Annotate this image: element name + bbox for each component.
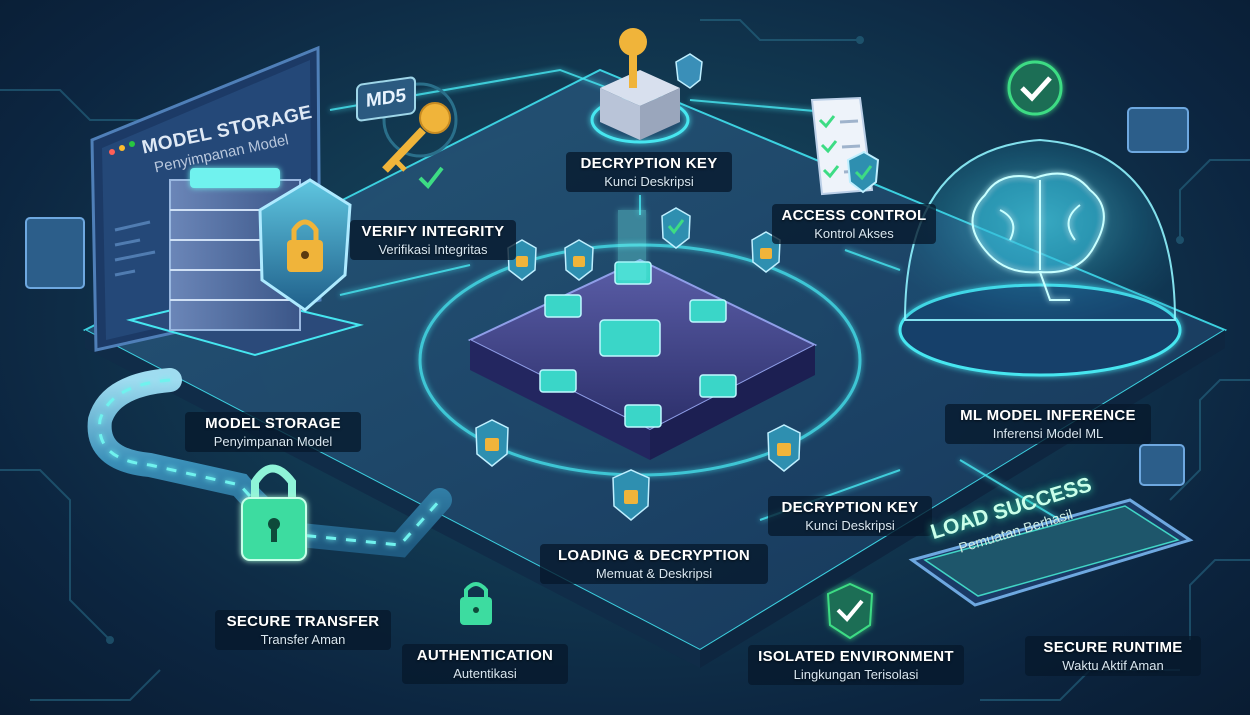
authentication-subtitle: Autentikasi: [453, 666, 517, 681]
decryption-key-top-title: DECRYPTION KEY: [580, 155, 718, 172]
lock-shield-icon: [475, 419, 509, 467]
isolated-environment-shield-icon: [826, 582, 874, 640]
verified-check-icon: [1007, 60, 1063, 116]
lock-shield-icon: [564, 239, 594, 281]
secure-transfer-title: SECURE TRANSFER: [226, 613, 380, 630]
decryption-key-bottom-subtitle: Kunci Deskripsi: [805, 518, 895, 533]
verify-integrity-subtitle: Verifikasi Integritas: [378, 242, 488, 257]
secure-runtime-label: SECURE RUNTIME Waktu Aktif Aman: [1025, 636, 1201, 676]
verify-integrity-title: VERIFY INTEGRITY: [361, 223, 505, 240]
load-success-panel: [908, 498, 1194, 607]
model-storage-label: MODEL STORAGE Penyimpanan Model: [185, 412, 361, 452]
decryption-key-bottom-title: DECRYPTION KEY: [781, 499, 919, 516]
secure-runtime-title: SECURE RUNTIME: [1043, 639, 1183, 656]
access-control-subtitle: Kontrol Akses: [814, 226, 894, 241]
authentication-label: AUTHENTICATION Autentikasi: [402, 644, 568, 684]
secure-runtime-subtitle: Waktu Aktif Aman: [1062, 658, 1164, 673]
storage-shield-icon: [258, 178, 352, 312]
check-shield-icon: [661, 207, 691, 249]
central-chip-hub: [418, 210, 862, 477]
hub-shield-locks: [475, 207, 801, 521]
isolated-environment-subtitle: Lingkungan Terisolasi: [793, 667, 919, 682]
authentication-lock-icon: [460, 582, 492, 625]
isolated-environment-label: ISOLATED ENVIRONMENT Lingkungan Terisola…: [748, 645, 964, 685]
inference-dome: [898, 138, 1182, 377]
ml-model-inference-title: ML MODEL INFERENCE: [960, 407, 1136, 424]
model-storage-subtitle: Penyimpanan Model: [213, 434, 333, 449]
integrity-key-icon: [382, 82, 458, 190]
access-control-document-icon: [810, 96, 880, 196]
access-control-label: ACCESS CONTROL Kontrol Akses: [772, 204, 936, 244]
transfer-padlock-icon: [241, 464, 307, 561]
decryption-key-top-label: DECRYPTION KEY Kunci Deskripsi: [566, 152, 732, 192]
loading-decryption-title: LOADING & DECRYPTION: [557, 547, 751, 564]
model-storage-title: MODEL STORAGE: [205, 415, 341, 432]
server-stack: [126, 168, 364, 357]
ml-model-inference-subtitle: Inferensi Model ML: [992, 426, 1104, 441]
lock-shield-icon: [612, 469, 650, 521]
authentication-title: AUTHENTICATION: [416, 647, 554, 664]
isolated-environment-title: ISOLATED ENVIRONMENT: [758, 648, 954, 665]
decryption-key-bottom-label: DECRYPTION KEY Kunci Deskripsi: [768, 496, 932, 536]
verify-integrity-label: VERIFY INTEGRITY Verifikasi Integritas: [350, 220, 516, 260]
circuit-traces: [0, 19, 1250, 701]
secure-transfer-label: SECURE TRANSFER Transfer Aman: [215, 610, 391, 650]
lock-shield-icon: [767, 424, 801, 472]
chat-bubble-icon: [25, 107, 1189, 486]
loading-decryption-label: LOADING & DECRYPTION Memuat & Deskripsi: [540, 544, 768, 584]
loading-decryption-subtitle: Memuat & Deskripsi: [595, 566, 713, 581]
secure-transfer-subtitle: Transfer Aman: [260, 632, 346, 647]
brain-icon: [971, 172, 1105, 301]
ml-model-inference-label: ML MODEL INFERENCE Inferensi Model ML: [945, 404, 1151, 444]
decryption-key-top-subtitle: Kunci Deskripsi: [604, 174, 694, 189]
access-control-title: ACCESS CONTROL: [781, 207, 927, 224]
decryption-key-box-icon: [590, 28, 703, 144]
